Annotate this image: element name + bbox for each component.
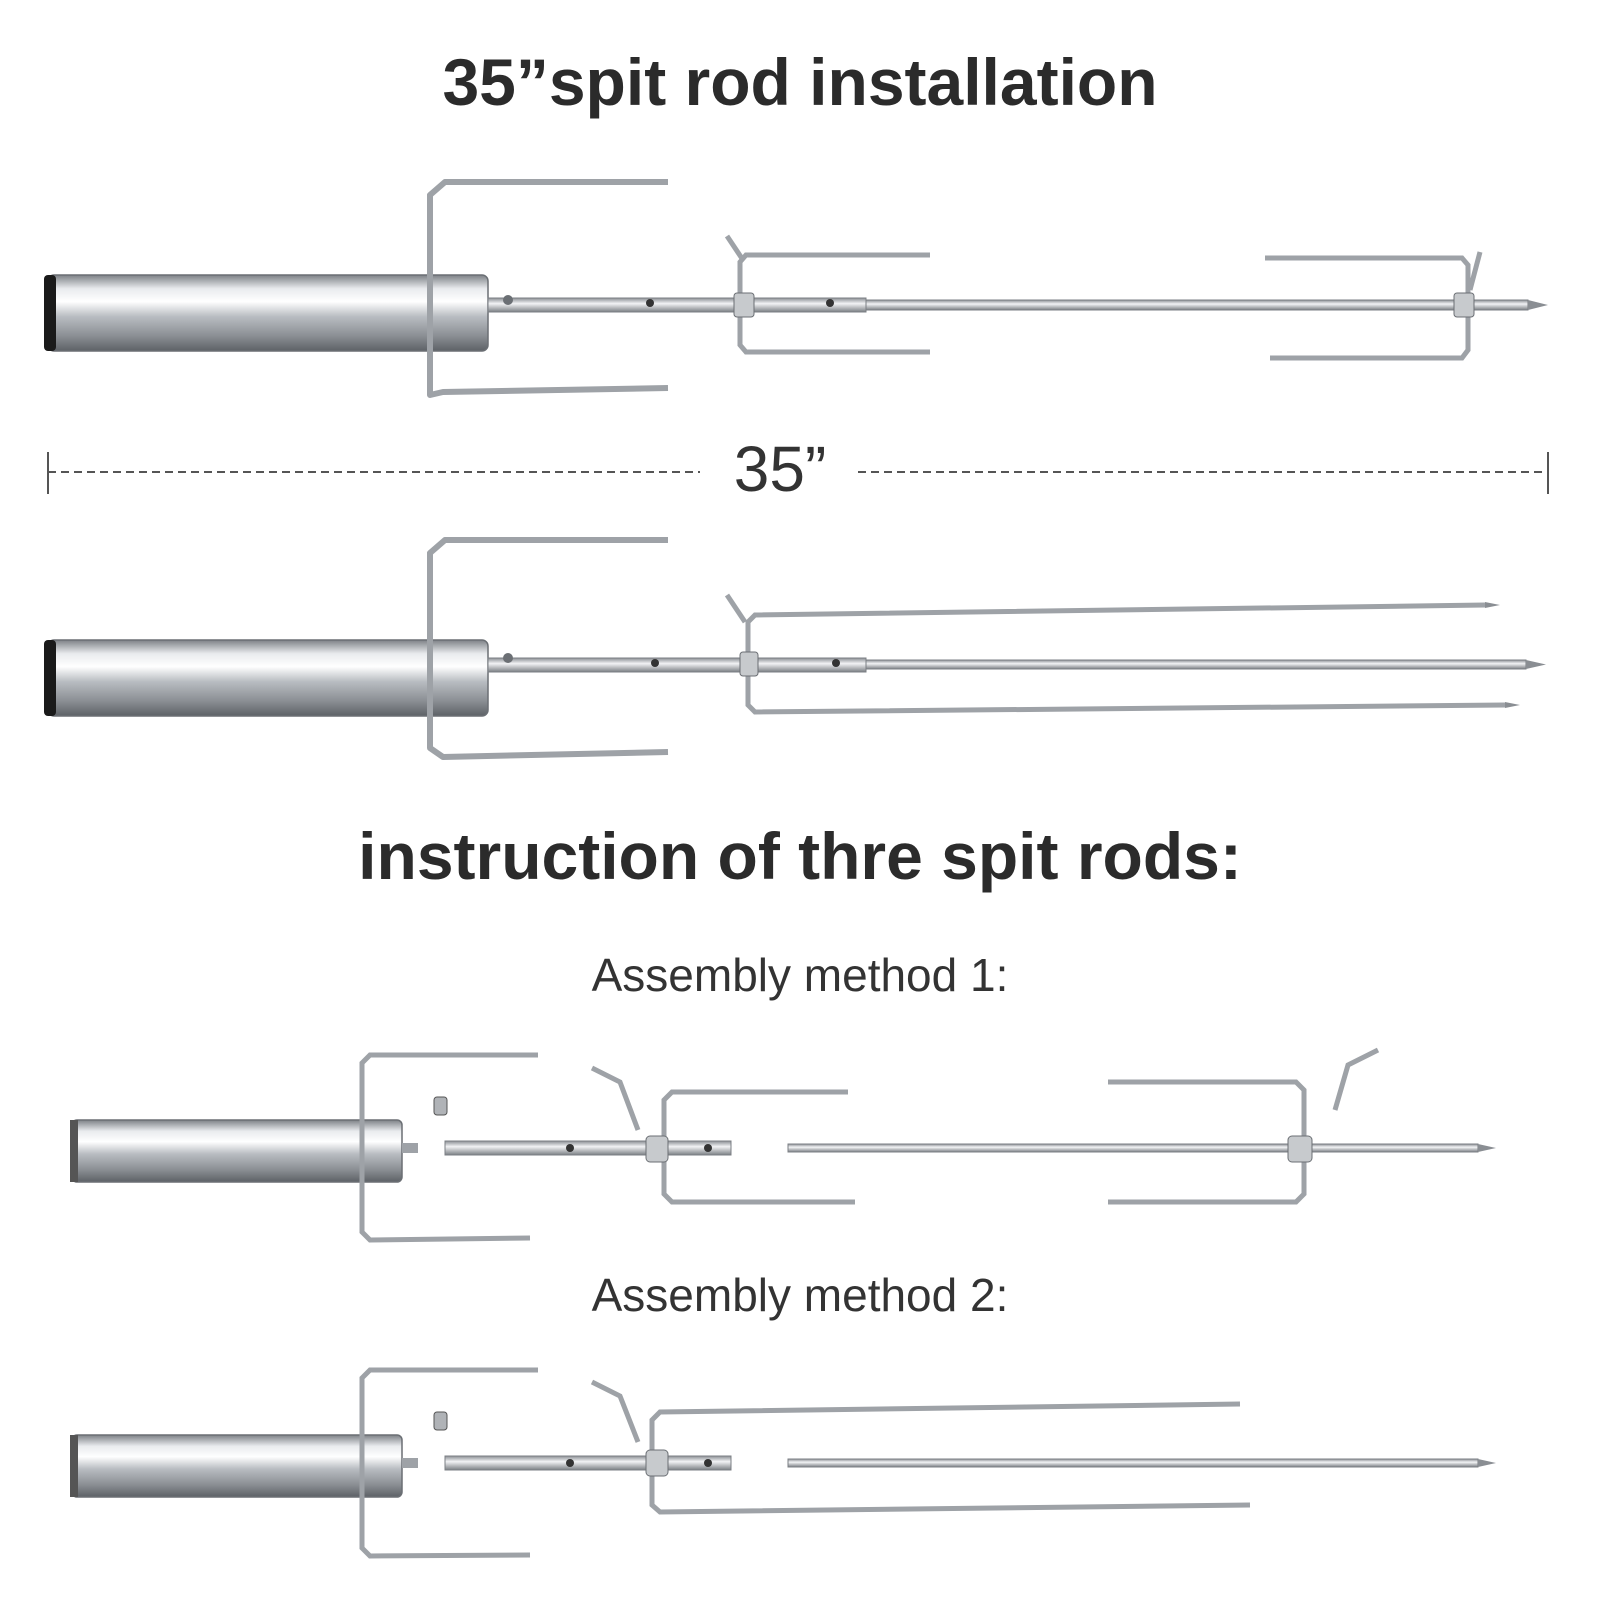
handle-tube [71, 1434, 403, 1498]
page-title: 35”spit rod installation [442, 45, 1158, 119]
method-2-label: Assembly method 2: [591, 1269, 1009, 1321]
rod-tip [1528, 300, 1548, 310]
handle-tube [47, 274, 489, 352]
dimension-line [47, 452, 1549, 494]
handle-tube [71, 1119, 403, 1183]
method-1-label: Assembly method 1: [591, 949, 1009, 1001]
meat-fork-1 [724, 234, 930, 355]
handle-end-cap [44, 275, 56, 351]
assembled-three-rods [44, 537, 1546, 760]
handle-bracket [427, 179, 669, 398]
section-title: instruction of thre spit rods: [358, 819, 1242, 893]
handle-tube [47, 639, 489, 717]
handle-bracket [427, 537, 669, 760]
assembled-rod-with-forks [44, 179, 1548, 398]
rod-sleeve [487, 297, 867, 313]
dimension-label: 35” [733, 433, 827, 505]
method-1-exploded [70, 1047, 1496, 1243]
handle-end-cap [44, 640, 56, 716]
method-2-exploded [70, 1367, 1496, 1559]
